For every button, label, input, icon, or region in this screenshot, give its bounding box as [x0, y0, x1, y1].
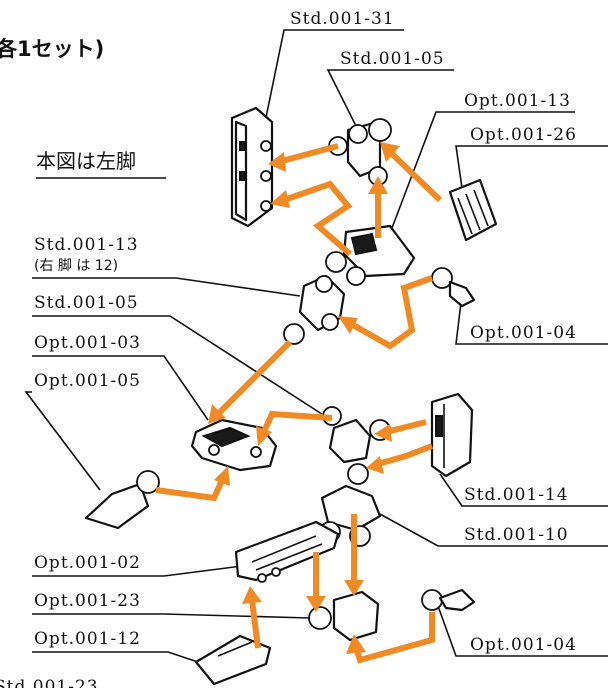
arrow-12-head — [344, 580, 364, 596]
leader-std-001-14 — [439, 473, 608, 507]
part-opt-001-12 — [194, 634, 272, 686]
label-opt-001-03: Opt.001-03 — [34, 333, 141, 353]
arrow-1-head — [268, 152, 286, 172]
label-opt-001-12: Opt.001-12 — [34, 629, 141, 649]
arrow-8 — [155, 474, 227, 502]
leader-std-001-10 — [379, 513, 608, 547]
arrow-5 — [346, 275, 434, 350]
label-opt-001-02: Opt.001-02 — [34, 553, 141, 573]
label-std-001-23-partial: Std.001-23 — [0, 677, 99, 688]
arrow-13 — [249, 599, 261, 649]
label-std-001-05-mid: Std.001-05 — [34, 293, 139, 313]
part-std-001-31 — [230, 106, 274, 228]
arrow-7-head — [256, 426, 272, 446]
label-opt-001-13: Opt.001-13 — [464, 91, 571, 111]
label-std-001-14: Std.001-14 — [464, 485, 569, 505]
label-opt-001-26: Opt.001-26 — [470, 125, 577, 145]
arrow-5-head — [338, 316, 358, 334]
arrow-4 — [283, 180, 353, 257]
label-opt-001-04-bottom: Opt.001-04 — [470, 635, 577, 655]
label-opt-001-05: Opt.001-05 — [34, 371, 141, 391]
part-opt-001-04-bottom — [421, 588, 476, 612]
leader-opt-001-26 — [455, 145, 608, 189]
leader-std-001-05-top — [326, 69, 454, 131]
part-opt-001-26 — [448, 178, 498, 242]
arrow-1 — [277, 143, 339, 165]
leader-opt-001-12 — [32, 651, 199, 663]
part-opt-001-04-top — [431, 267, 476, 308]
arrow-9 — [385, 419, 427, 435]
label-std-001-05-top: Std.001-05 — [340, 49, 445, 69]
arrow-13-head — [242, 586, 262, 604]
leader-opt-001-23 — [32, 613, 311, 619]
part-std-001-14 — [430, 392, 474, 478]
leader-std-001-31 — [262, 29, 404, 133]
label-opt-001-04-top: Opt.001-04 — [470, 323, 577, 343]
arrow-3-head — [368, 176, 388, 194]
arrow-4-head — [270, 190, 290, 208]
leader-opt-001-05 — [24, 391, 101, 491]
part-opt-001-13 — [325, 224, 416, 286]
part-std-001-05-top — [328, 118, 392, 186]
leader-std-001-05-mid — [32, 315, 329, 419]
arrow-6 — [215, 339, 293, 417]
arrow-8-head — [214, 466, 230, 486]
arrow-2-head — [380, 142, 400, 162]
part-std-001-13 — [283, 274, 346, 345]
header-title: 各1セット) — [0, 37, 104, 61]
arrow-11-head — [306, 596, 326, 612]
leader-opt-001-02 — [32, 565, 243, 577]
leader-opt-001-13 — [391, 111, 575, 229]
part-std-001-05-mid — [322, 406, 391, 464]
label-std-001-13-note: (右 脚 は 12) — [34, 258, 118, 274]
leader-opt-001-04-bottom — [437, 605, 608, 657]
part-opt-001-03 — [190, 418, 278, 472]
part-opt-001-05 — [84, 470, 160, 530]
arrow-2 — [385, 147, 443, 203]
assembly-arrows — [155, 142, 443, 664]
label-std-001-10: Std.001-10 — [464, 525, 569, 545]
left-leg-note: 本図は左脚 — [36, 149, 136, 173]
part-opt-001-23 — [308, 590, 380, 642]
label-opt-001-23: Opt.001-23 — [34, 591, 141, 611]
leader-lines — [24, 29, 608, 663]
leader-opt-001-03 — [32, 355, 209, 421]
part-opt-001-02 — [234, 520, 340, 583]
arrow-6-head — [208, 404, 226, 424]
label-std-001-13: Std.001-13 — [34, 235, 139, 255]
arrow-9-head — [374, 424, 392, 442]
arrow-7 — [259, 410, 333, 438]
label-std-001-31: Std.001-31 — [290, 9, 395, 29]
arrow-10 — [377, 443, 434, 467]
leader-opt-001-04-top — [455, 293, 608, 345]
parts — [84, 106, 498, 686]
arrow-14-head — [346, 634, 366, 654]
arrow-14 — [353, 612, 435, 664]
leader-std-001-13 — [32, 277, 301, 297]
arrow-10-head — [366, 456, 384, 474]
